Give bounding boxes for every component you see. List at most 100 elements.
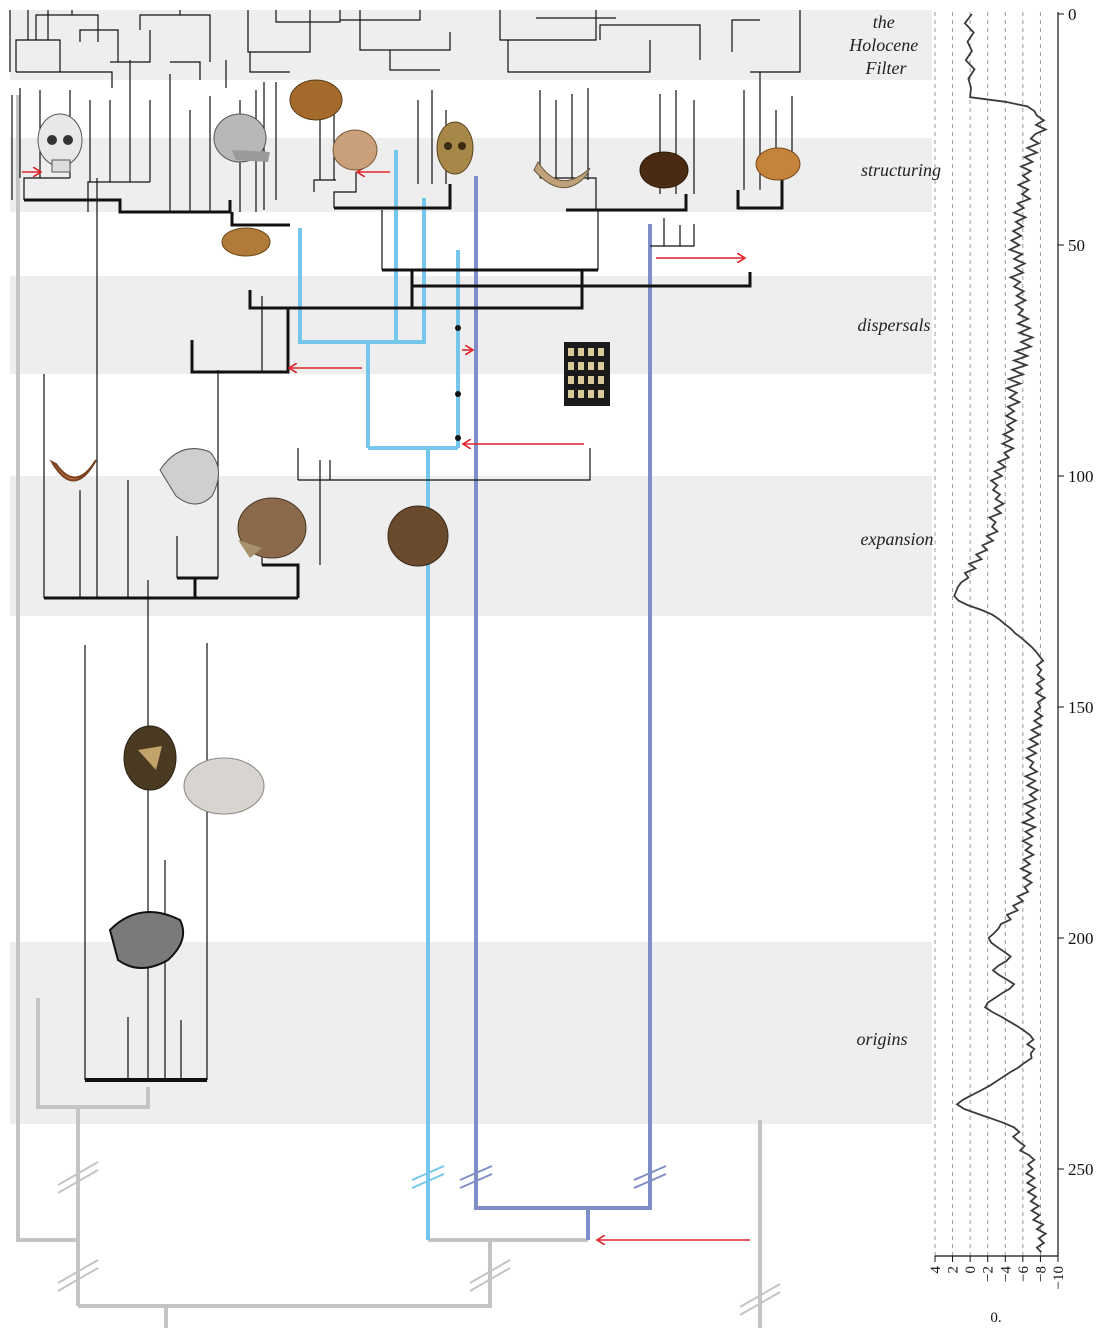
node-dot	[455, 325, 461, 331]
break-mark	[459, 1165, 493, 1181]
tree-branch	[389, 50, 440, 71]
light-blue-left-arm	[298, 228, 370, 448]
tree-branch	[359, 10, 451, 51]
phase-label-dispersals: dispersals	[857, 315, 930, 335]
tree-branch	[170, 61, 201, 80]
slate-blue-right	[588, 224, 652, 1210]
phase-label-origins: origins	[856, 1029, 907, 1049]
tree-branch	[35, 14, 99, 42]
skull-dark-fragmented-icon	[123, 725, 177, 791]
tree-branch	[599, 24, 701, 60]
mandible-orange-icon	[49, 459, 97, 482]
break-mark	[469, 1259, 511, 1284]
climate-x-tick-label: 4	[928, 1266, 944, 1274]
tree-branch	[15, 39, 61, 72]
break-mark	[57, 1161, 99, 1186]
lineage-break-marks	[411, 1165, 667, 1189]
expansion-clade	[43, 178, 591, 600]
tree-branch	[23, 177, 70, 200]
band-expansion	[10, 476, 932, 616]
dispersal-bar-1	[190, 308, 290, 374]
break-mark	[57, 1259, 99, 1284]
deep-root-grey-tree	[16, 95, 762, 1328]
tree-branch	[333, 172, 357, 208]
break-mark	[739, 1291, 781, 1316]
climate-series-line	[953, 13, 1048, 1253]
tree-branch	[750, 10, 801, 73]
phase-label-holocene-line-2: Holocene	[848, 35, 918, 55]
climate-x-tick-label: 2	[946, 1266, 962, 1274]
climate-x-tick-label: −6	[1016, 1266, 1032, 1282]
phase-labels: the Holocene Filter structuring dispersa…	[848, 12, 941, 1049]
grey-root-bar	[78, 1240, 492, 1308]
break-mark	[411, 1165, 445, 1181]
slate-blue-left	[474, 176, 590, 1240]
skull-dark-brown-icon	[639, 151, 689, 189]
teeth-collection-icon	[564, 342, 610, 406]
band-origins	[10, 942, 932, 1124]
climate-x-tick-label: −4	[998, 1266, 1014, 1282]
light-blue-inner	[368, 198, 426, 344]
dispersal-bar-3	[412, 272, 752, 288]
tree-branch	[313, 179, 336, 192]
migration-arrows	[22, 172, 750, 1240]
tree-branch	[24, 198, 232, 214]
break-mark	[57, 1267, 99, 1292]
skull-fragment-grey-icon	[159, 448, 219, 505]
tree-branch	[650, 224, 695, 247]
node-dot	[455, 391, 461, 397]
tree-branch	[507, 40, 651, 73]
dispersals-clade	[190, 210, 752, 374]
skull-white-icon	[37, 113, 83, 173]
tree-branch	[247, 10, 311, 53]
calvarium-fragment-icon	[221, 227, 271, 257]
skull-brown-cranium-icon	[289, 79, 343, 121]
climate-x-tick-label: 0	[963, 1266, 979, 1274]
skull-dark-lateral-icon	[387, 505, 449, 567]
break-mark	[469, 1267, 511, 1292]
skull-gold-frontal-icon	[436, 121, 474, 175]
dispersal-bar-2	[248, 286, 584, 310]
grey-branch-left	[16, 95, 78, 1242]
grey-branch-origins	[36, 998, 150, 1109]
skull-orange-cranium-icon	[755, 147, 801, 181]
time-tick-label: 200	[1068, 929, 1094, 948]
phase-label-holocene-line-1: the	[873, 12, 895, 32]
break-mark	[633, 1165, 667, 1181]
lineage-slate-blue	[474, 176, 652, 1240]
phase-label-structuring: structuring	[861, 160, 941, 180]
time-tick-label: 0	[1068, 5, 1077, 24]
origins-clade	[84, 580, 208, 1082]
node-dots	[455, 325, 461, 441]
time-break-marks	[57, 1161, 781, 1316]
mandible-fragment-icon	[533, 160, 591, 189]
climate-gridlines	[934, 12, 1059, 1256]
break-mark	[411, 1173, 445, 1189]
tree-branch	[249, 52, 290, 73]
skull-tan-small-icon	[332, 129, 378, 171]
node-dot	[455, 435, 461, 441]
tree-branch	[110, 30, 151, 63]
fossil-images	[37, 79, 801, 969]
tree-branch	[16, 71, 113, 88]
time-tick-label: 150	[1068, 698, 1094, 717]
phase-label-holocene: the Holocene Filter	[848, 12, 922, 78]
break-mark	[459, 1173, 493, 1189]
tree-branch	[566, 194, 688, 212]
climate-x-tick-label: −2	[981, 1266, 997, 1282]
phase-label-expansion: expansion	[861, 529, 934, 549]
tree-branch	[340, 10, 421, 21]
time-tick-label: 50	[1068, 236, 1085, 255]
tree-branch	[334, 184, 452, 210]
skull-blackwhite-fragment-icon	[108, 911, 184, 969]
climate-x-label: 0.	[990, 1310, 1001, 1326]
skull-grey-cranium-icon	[213, 113, 270, 163]
tree-branch	[736, 168, 784, 210]
time-tick-label: 100	[1068, 467, 1094, 486]
tree-branch	[731, 19, 760, 52]
climate-x-tick-label: −8	[1033, 1266, 1049, 1282]
